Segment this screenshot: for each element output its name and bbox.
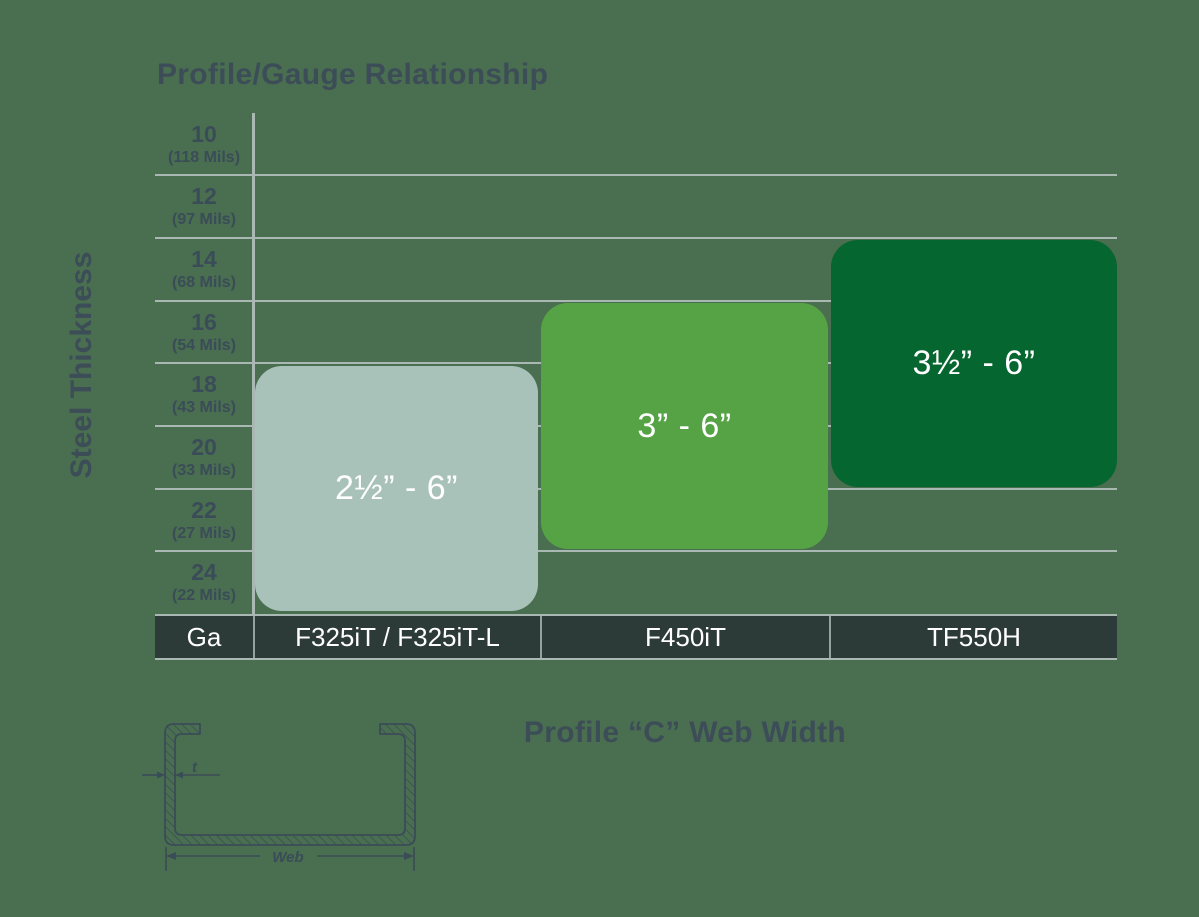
gauge-row: 14 (68 Mils) xyxy=(155,238,253,301)
header-cell-f450: F450iT xyxy=(540,616,829,658)
gridline-h xyxy=(155,300,1117,302)
gauge-mils: (43 Mils) xyxy=(171,399,236,417)
gauge-number: 16 xyxy=(191,308,217,335)
range-box-f325: 2½” - 6” xyxy=(255,366,538,611)
web-arrow-right xyxy=(404,852,414,860)
gauge-mils: (97 Mils) xyxy=(171,211,236,229)
gauge-number: 14 xyxy=(191,246,217,273)
gauge-number: 10 xyxy=(191,120,217,147)
t-arrow-left xyxy=(175,771,183,779)
range-box-label: 3½” - 6” xyxy=(912,344,1036,382)
c-profile-diagram: t Web xyxy=(142,723,416,871)
gauge-row: 16 (54 Mils) xyxy=(155,301,253,364)
gauge-number: 24 xyxy=(191,559,217,586)
profile-header-row: Ga F325iT / F325iT-L F450iT TF550H xyxy=(155,614,1117,660)
gauge-mils: (54 Mils) xyxy=(171,336,236,354)
web-dimension xyxy=(165,847,415,871)
gauge-row: 10 (118 Mils) xyxy=(155,113,253,176)
y-axis-line xyxy=(252,113,255,614)
gauge-mils: (68 Mils) xyxy=(171,274,236,292)
header-cell-f325: F325iT / F325iT-L xyxy=(253,616,540,658)
gauge-number: 20 xyxy=(191,433,217,460)
header-cell-ga: Ga xyxy=(186,621,222,652)
web-dimension-label: Web xyxy=(272,849,303,866)
gauge-number: 18 xyxy=(191,371,217,398)
header-cell-tf550: TF550H xyxy=(829,616,1117,658)
chart-title: Profile/Gauge Relationship xyxy=(157,58,549,91)
gauge-mils: (22 Mils) xyxy=(171,587,236,605)
gauge-mils: (33 Mils) xyxy=(171,461,236,479)
gridline-h xyxy=(155,174,1117,176)
t-arrow-right xyxy=(157,771,165,779)
y-axis-title: Steel Thickness xyxy=(65,251,98,479)
c-channel-outline xyxy=(164,723,416,846)
gauge-number: 22 xyxy=(191,496,217,523)
range-box-tf550: 3½” - 6” xyxy=(831,240,1117,487)
gauge-row: 24 (22 Mils) xyxy=(155,551,253,614)
gauge-row: 12 (97 Mils) xyxy=(155,176,253,239)
gauge-number: 12 xyxy=(191,183,217,210)
gridline-h xyxy=(155,237,1117,239)
gauge-mils: (27 Mils) xyxy=(171,524,236,542)
range-box-label: 2½” - 6” xyxy=(334,469,459,507)
web-arrow-left xyxy=(166,852,176,860)
gauge-row: 18 (43 Mils) xyxy=(155,364,253,427)
gauge-label-column: 10 (118 Mils) 12 (97 Mils) 14 (68 Mils) … xyxy=(155,113,253,614)
gridline-h xyxy=(155,550,1117,552)
range-box-label: 3” - 6” xyxy=(637,406,732,445)
range-box-f450: 3” - 6” xyxy=(541,303,828,549)
gauge-row: 20 (33 Mils) xyxy=(155,426,253,489)
x-axis-title: Profile “C” Web Width xyxy=(523,716,847,749)
gauge-mils: (118 Mils) xyxy=(167,148,241,166)
gauge-row: 22 (27 Mils) xyxy=(155,489,253,552)
t-dimension-label: t xyxy=(192,759,198,776)
